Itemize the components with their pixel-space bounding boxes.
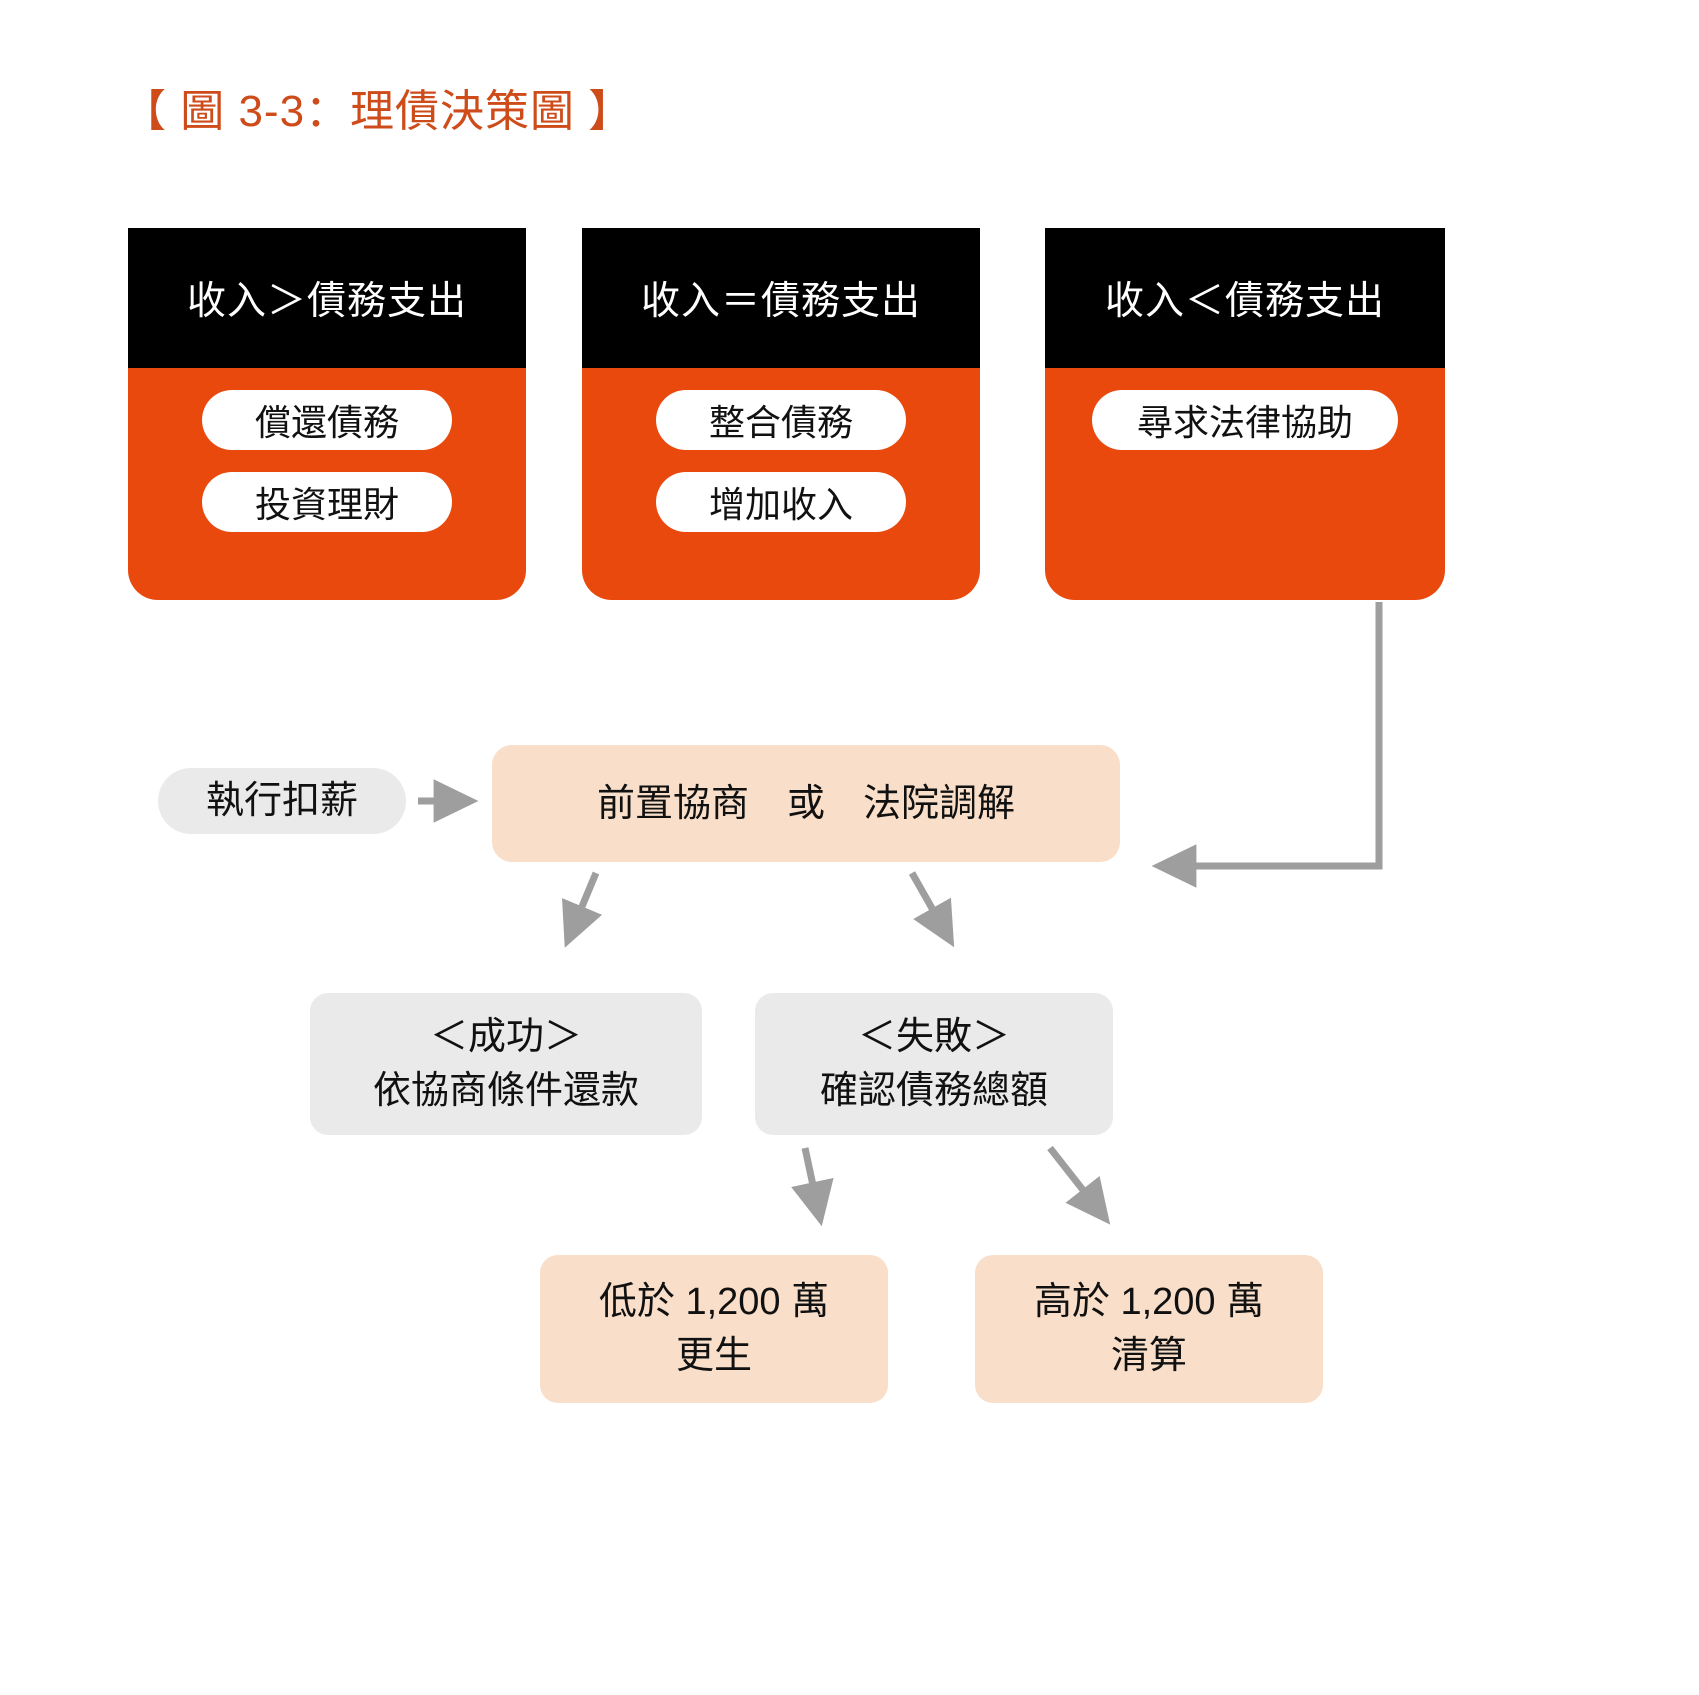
card-header-income-greater: 收入＞債務支出 (128, 228, 526, 368)
option-pill-increase-income[interactable]: 增加收入 (656, 472, 906, 532)
card-body-income-greater: 償還債務 投資理財 (128, 368, 526, 532)
option-pill-seek-legal-help[interactable]: 尋求法律協助 (1092, 390, 1398, 450)
node-outcome-success[interactable]: ＜成功＞ 依協商條件還款 (310, 993, 702, 1135)
node-success-title: ＜成功＞ (429, 1016, 582, 1058)
node-negotiation[interactable]: 前置協商 或 法院調解 (492, 745, 1120, 862)
node-under-threshold-procedure: 更生 (675, 1335, 752, 1377)
node-garnishment[interactable]: 執行扣薪 (158, 768, 406, 834)
option-pill-consolidate-debt[interactable]: 整合債務 (656, 390, 906, 450)
card-header-income-less: 收入＜債務支出 (1045, 228, 1445, 368)
node-under-threshold-amount: 低於 1,200 萬 (598, 1281, 830, 1323)
connector-failure-to-over (1047, 1145, 1111, 1225)
category-card-income-equal[interactable]: 收入＝債務支出 整合債務 增加收入 (582, 228, 980, 600)
connector-legal-to-negotiation (1151, 602, 1383, 888)
node-failure-detail: 確認債務總額 (819, 1070, 1048, 1112)
node-over-threshold[interactable]: 高於 1,200 萬 清算 (975, 1255, 1323, 1403)
card-body-income-equal: 整合債務 增加收入 (582, 368, 980, 532)
category-card-income-less[interactable]: 收入＜債務支出 尋求法律協助 (1045, 228, 1445, 600)
node-success-detail: 依協商條件還款 (372, 1070, 639, 1112)
node-over-threshold-amount: 高於 1,200 萬 (1033, 1281, 1265, 1323)
option-pill-repay-debt[interactable]: 償還債務 (202, 390, 452, 450)
category-card-income-greater[interactable]: 收入＞債務支出 償還債務 投資理財 (128, 228, 526, 600)
figure-title: 【 圖 3-3：理債決策圖 】 (122, 87, 634, 136)
node-garnishment-label: 執行扣薪 (205, 780, 358, 822)
node-failure-title: ＜失敗＞ (857, 1016, 1010, 1058)
node-under-threshold[interactable]: 低於 1,200 萬 更生 (540, 1255, 888, 1403)
node-negotiation-label: 前置協商 或 法院調解 (596, 782, 1015, 825)
node-over-threshold-procedure: 清算 (1110, 1335, 1187, 1377)
card-header-income-equal: 收入＝債務支出 (582, 228, 980, 368)
option-pill-invest[interactable]: 投資理財 (202, 472, 452, 532)
node-outcome-failure[interactable]: ＜失敗＞ 確認債務總額 (755, 993, 1113, 1135)
connector-failure-to-under (791, 1147, 834, 1227)
connector-negotiation-to-failure (908, 871, 955, 948)
connector-negotiation-to-success (562, 871, 603, 948)
card-body-income-less: 尋求法律協助 (1045, 368, 1445, 450)
